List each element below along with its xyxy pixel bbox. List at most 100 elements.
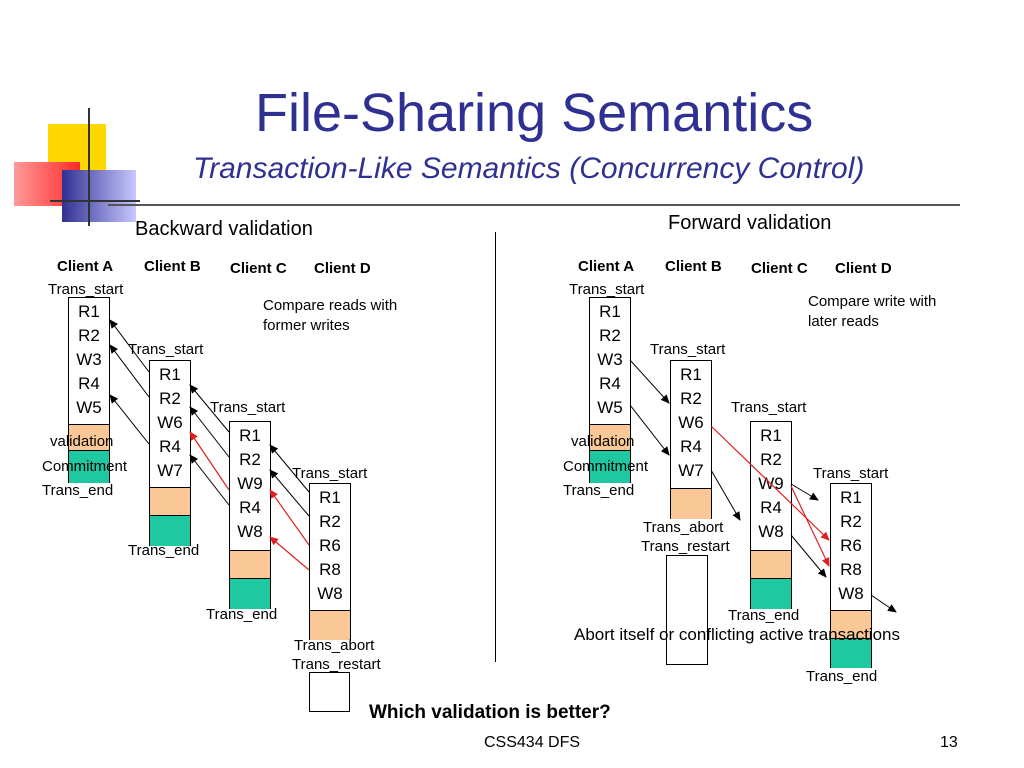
forward-c-validation-block	[751, 550, 791, 579]
backward-b-start: Trans_start	[128, 341, 204, 358]
backward-d-op-4: R8	[319, 560, 341, 579]
forward-client-a: Client A	[578, 258, 635, 275]
backward-d-column: R1 R2 R6 R8 W8	[309, 483, 351, 640]
forward-c-end: Trans_end	[728, 607, 800, 624]
forward-b-abort: Trans_abort	[643, 519, 724, 536]
forward-arrow-a-w5	[629, 404, 670, 456]
forward-b-op-2: R2	[680, 389, 702, 408]
backward-c-op-4: R4	[239, 498, 261, 517]
backward-a-end: Trans_end	[42, 482, 114, 499]
title-divider	[108, 204, 960, 206]
forward-c-op-4: R4	[760, 498, 782, 517]
forward-note: Compare write with later reads	[808, 293, 937, 330]
backward-note: Compare reads with former writes	[263, 297, 398, 334]
backward-d-restart: Trans_restart	[292, 656, 381, 673]
forward-arrow-d-w8	[870, 594, 897, 613]
forward-d-commit-block	[831, 638, 871, 668]
backward-arrow-c-r4	[189, 454, 230, 506]
backward-c-column: R1 R2 W9 R4 W8	[229, 421, 271, 609]
backward-arrow-c-r1	[189, 384, 230, 433]
backward-c-end: Trans_end	[206, 606, 278, 623]
forward-a-start: Trans_start	[569, 281, 645, 298]
backward-arrow-c-conflict	[189, 431, 230, 491]
backward-b-commit-block	[150, 515, 190, 546]
forward-a-op-2: R2	[599, 326, 621, 345]
forward-d-start: Trans_start	[813, 465, 889, 482]
forward-a-column: R1 R2 W3 R4 W5	[589, 297, 631, 483]
backward-b-op-4: R4	[159, 437, 181, 456]
backward-b-op-2: R2	[159, 389, 181, 408]
backward-c-commit-block	[230, 578, 270, 609]
forward-arrow-b-w7	[710, 469, 741, 521]
backward-arrow-b-r2	[109, 344, 150, 398]
forward-d-op-2: R2	[840, 512, 862, 531]
backward-client-c: Client C	[230, 260, 287, 277]
backward-a-commit-block	[69, 450, 109, 483]
forward-b-op-1: R1	[680, 365, 702, 384]
backward-arrow-d-r1	[269, 444, 310, 493]
forward-b-validation-block	[671, 488, 711, 519]
forward-d-column: R1 R2 R6 R8 W8	[830, 483, 872, 668]
forward-a-commit-block	[590, 450, 630, 483]
backward-c-op-2: R2	[239, 450, 261, 469]
forward-client-c: Client C	[751, 260, 808, 277]
forward-a-op-1: R1	[599, 302, 621, 321]
forward-d-end: Trans_end	[806, 668, 878, 685]
backward-arrow-d-r2	[269, 469, 310, 517]
forward-c-op-5: W8	[758, 522, 784, 541]
backward-c-validation-block	[230, 550, 270, 579]
forward-arrow-a-w3	[629, 359, 670, 404]
backward-a-op-4: R4	[78, 374, 100, 393]
forward-b-restart: Trans_restart	[641, 538, 730, 555]
backward-c-op-1: R1	[239, 426, 261, 445]
forward-arrow-c-conflict	[790, 485, 830, 567]
forward-arrow-c-w9	[790, 483, 819, 501]
slide-title: File-Sharing Semantics	[255, 83, 814, 143]
backward-a-validation-block	[69, 424, 109, 451]
backward-a-op-2: R2	[78, 326, 100, 345]
backward-heading: Backward validation	[135, 218, 313, 240]
backward-b-op-5: W7	[157, 461, 183, 480]
backward-arrow-b-r4	[109, 394, 150, 445]
decor-vertical-line	[88, 108, 90, 226]
backward-d-op-1: R1	[319, 488, 341, 507]
backward-a-commit: Commitment	[42, 458, 128, 475]
forward-b-op-3: W6	[678, 413, 704, 432]
backward-arrow-d-conflict-w8	[269, 536, 310, 571]
forward-a-op-5: W5	[597, 398, 623, 417]
backward-d-restart-box	[309, 672, 350, 712]
decor-horizontal-line	[50, 200, 140, 202]
backward-client-d: Client D	[314, 260, 371, 277]
forward-b-start: Trans_start	[650, 341, 726, 358]
backward-arrow-c-r2	[189, 406, 230, 458]
backward-b-end: Trans_end	[128, 542, 200, 559]
forward-a-commit: Commitment	[563, 458, 649, 475]
forward-heading: Forward validation	[668, 212, 832, 234]
forward-b-op-4: R4	[680, 437, 702, 456]
forward-b-op-5: W7	[678, 461, 704, 480]
slide-page-number: 13	[940, 734, 958, 751]
backward-c-op-3: W9	[237, 474, 263, 493]
forward-client-b: Client B	[665, 258, 722, 275]
forward-arrow-b-conflict	[710, 425, 830, 541]
forward-d-op-4: R8	[840, 560, 862, 579]
forward-d-op-3: R6	[840, 536, 862, 555]
backward-arrow-d-conflict-w9	[269, 489, 310, 546]
forward-a-op-4: R4	[599, 374, 621, 393]
backward-a-column: R1 R2 W3 R4 W5	[68, 297, 110, 483]
backward-a-op-3: W3	[76, 350, 102, 369]
backward-b-op-1: R1	[159, 365, 181, 384]
backward-a-start: Trans_start	[48, 281, 124, 298]
slide-subtitle: Transaction-Like Semantics (Concurrency …	[193, 152, 865, 185]
forward-b-column: R1 R2 W6 R4 W7	[670, 360, 712, 519]
backward-b-op-3: W6	[157, 413, 183, 432]
forward-c-op-1: R1	[760, 426, 782, 445]
forward-d-op-5: W8	[838, 584, 864, 603]
backward-client-b: Client B	[144, 258, 201, 275]
forward-a-op-3: W3	[597, 350, 623, 369]
backward-arrow-b-r1	[109, 319, 150, 373]
backward-d-op-5: W8	[317, 584, 343, 603]
backward-a-op-5: W5	[76, 398, 102, 417]
decor-blue-square	[62, 170, 136, 222]
forward-a-validation: validation	[571, 433, 635, 450]
